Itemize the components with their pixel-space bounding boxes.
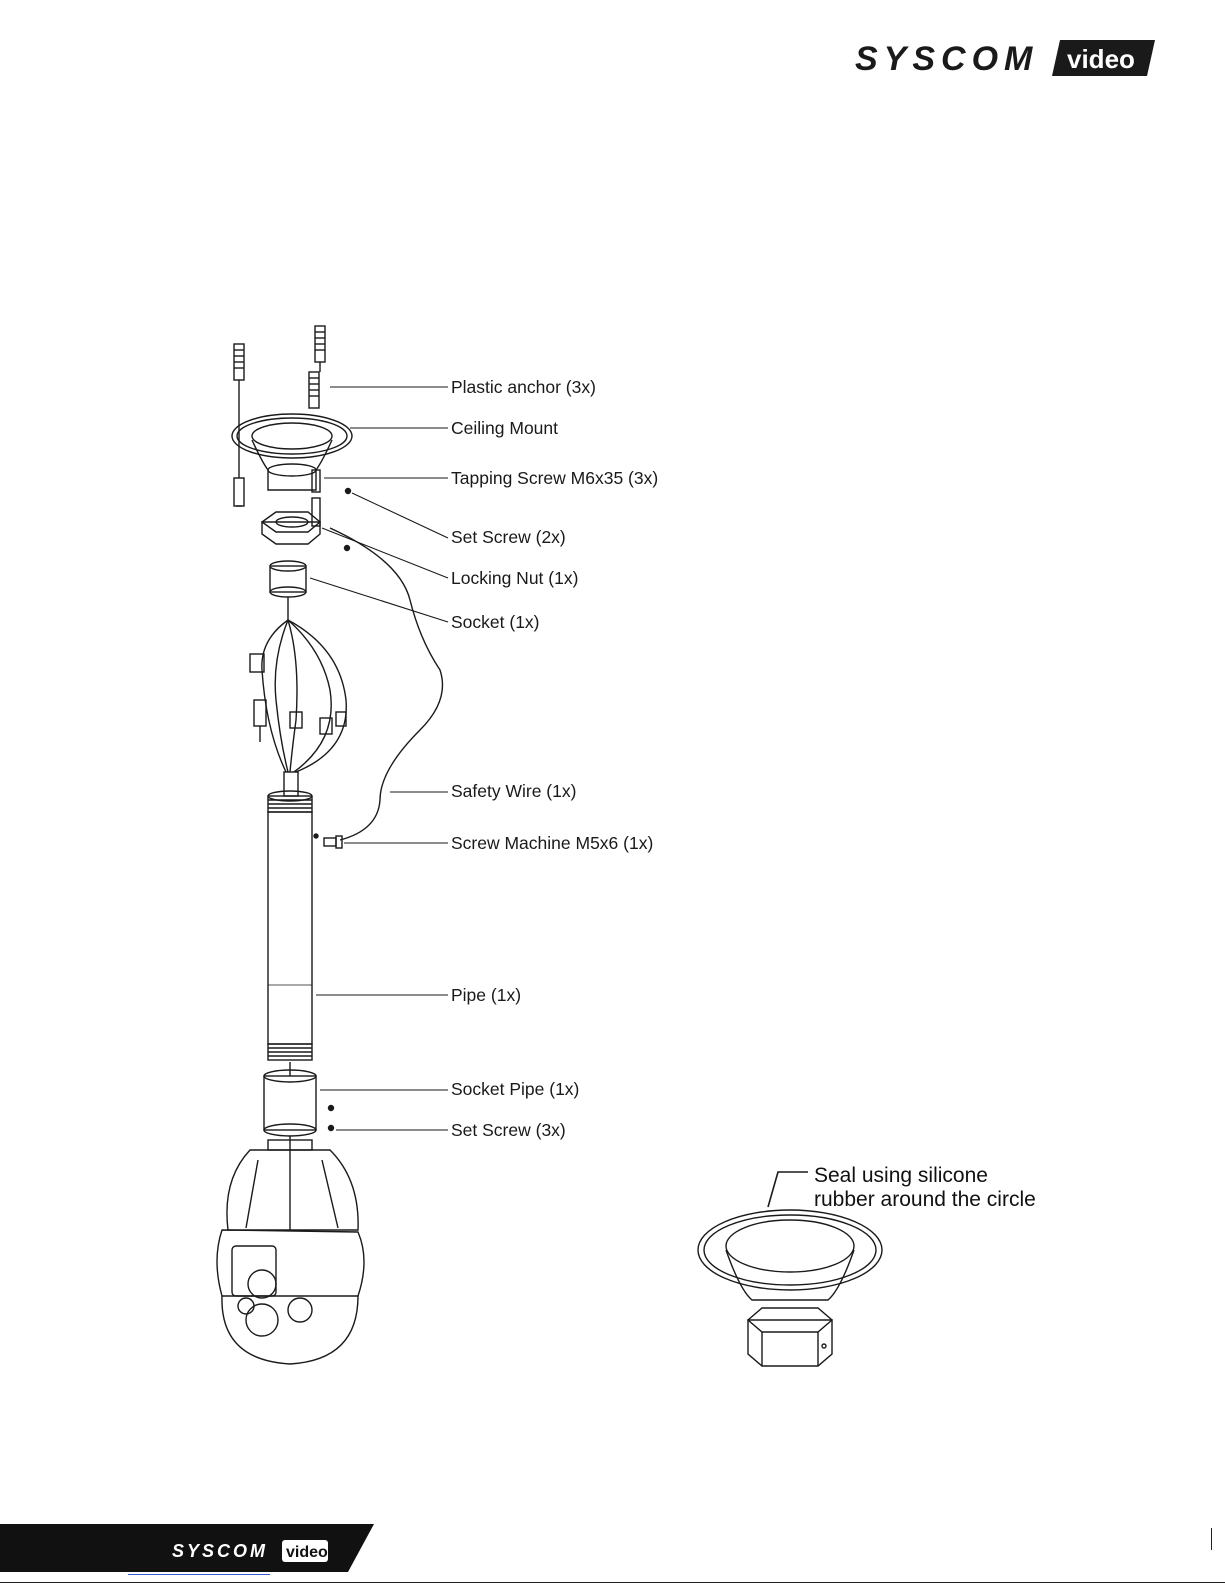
seal-note-line2: rubber around the circle [814, 1188, 1036, 1212]
label-safety-wire: Safety Wire (1x) [451, 781, 576, 802]
leader-lines [310, 387, 448, 1130]
ceiling-mount-drawing [232, 414, 352, 490]
label-screw-machine: Screw Machine M5x6 (1x) [451, 833, 653, 854]
socket-drawing [270, 561, 306, 620]
footer-link-underline[interactable] [128, 1574, 270, 1575]
footer-brand-bar: SYSCOM video [0, 1524, 380, 1579]
cable-harness-drawing [250, 620, 346, 796]
ptz-camera-drawing [217, 1140, 364, 1364]
screw-machine-drawing [314, 834, 342, 848]
footer-logo-suffix: video [286, 1544, 328, 1561]
label-set-screw-top: Set Screw (2x) [451, 527, 566, 548]
seal-note: Seal using silicone rubber around the ci… [814, 1164, 1036, 1212]
page-edge-mark [1211, 1528, 1212, 1550]
tapping-screw-drawing [234, 470, 320, 526]
locking-nut-drawing [262, 512, 320, 544]
label-socket: Socket (1x) [451, 612, 540, 633]
label-ceiling-mount: Ceiling Mount [451, 418, 558, 439]
label-set-screw-bottom: Set Screw (3x) [451, 1120, 566, 1141]
footer-logo-brand: SYSCOM [172, 1541, 268, 1561]
socket-pipe-drawing [264, 1070, 334, 1150]
seal-note-line1: Seal using silicone [814, 1164, 1036, 1188]
label-socket-pipe: Socket Pipe (1x) [451, 1079, 579, 1100]
label-plastic-anchor: Plastic anchor (3x) [451, 377, 596, 398]
plastic-anchor-drawing [234, 326, 325, 478]
label-pipe: Pipe (1x) [451, 985, 521, 1006]
pipe-drawing [268, 791, 312, 1076]
label-locking-nut: Locking Nut (1x) [451, 568, 578, 589]
label-tapping-screw: Tapping Screw M6x35 (3x) [451, 468, 658, 489]
footer-rule [0, 1582, 1225, 1583]
safety-wire-drawing [330, 528, 443, 840]
